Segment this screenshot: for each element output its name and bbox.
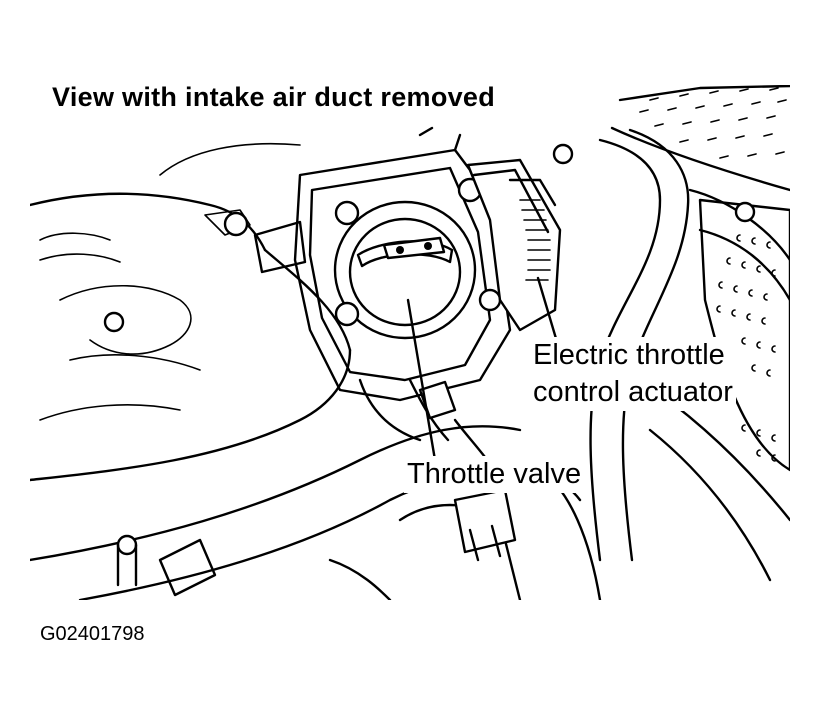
callout-electric-throttle-control-actuator: Electric throttle control actuator: [530, 337, 736, 411]
callout-throttle-valve: Throttle valve: [404, 456, 585, 493]
coolant-hose-clamp: [358, 378, 582, 562]
callout-line-1: Electric throttle: [533, 339, 725, 371]
diagram-title: View with intake air duct removed: [48, 82, 500, 113]
throttle-body: [223, 126, 512, 402]
front-cross-member: [30, 425, 602, 600]
throttle-valve-leader: [406, 298, 437, 462]
callout-line-2: control actuator: [533, 376, 733, 408]
air-duct-hose: [589, 128, 790, 582]
air-cleaner-housing: [610, 85, 790, 192]
figure-id: G02401798: [40, 623, 145, 645]
textured-cover: [698, 198, 790, 472]
intake-plenum: [30, 142, 352, 482]
throttle-actuator-housing: [466, 143, 756, 332]
